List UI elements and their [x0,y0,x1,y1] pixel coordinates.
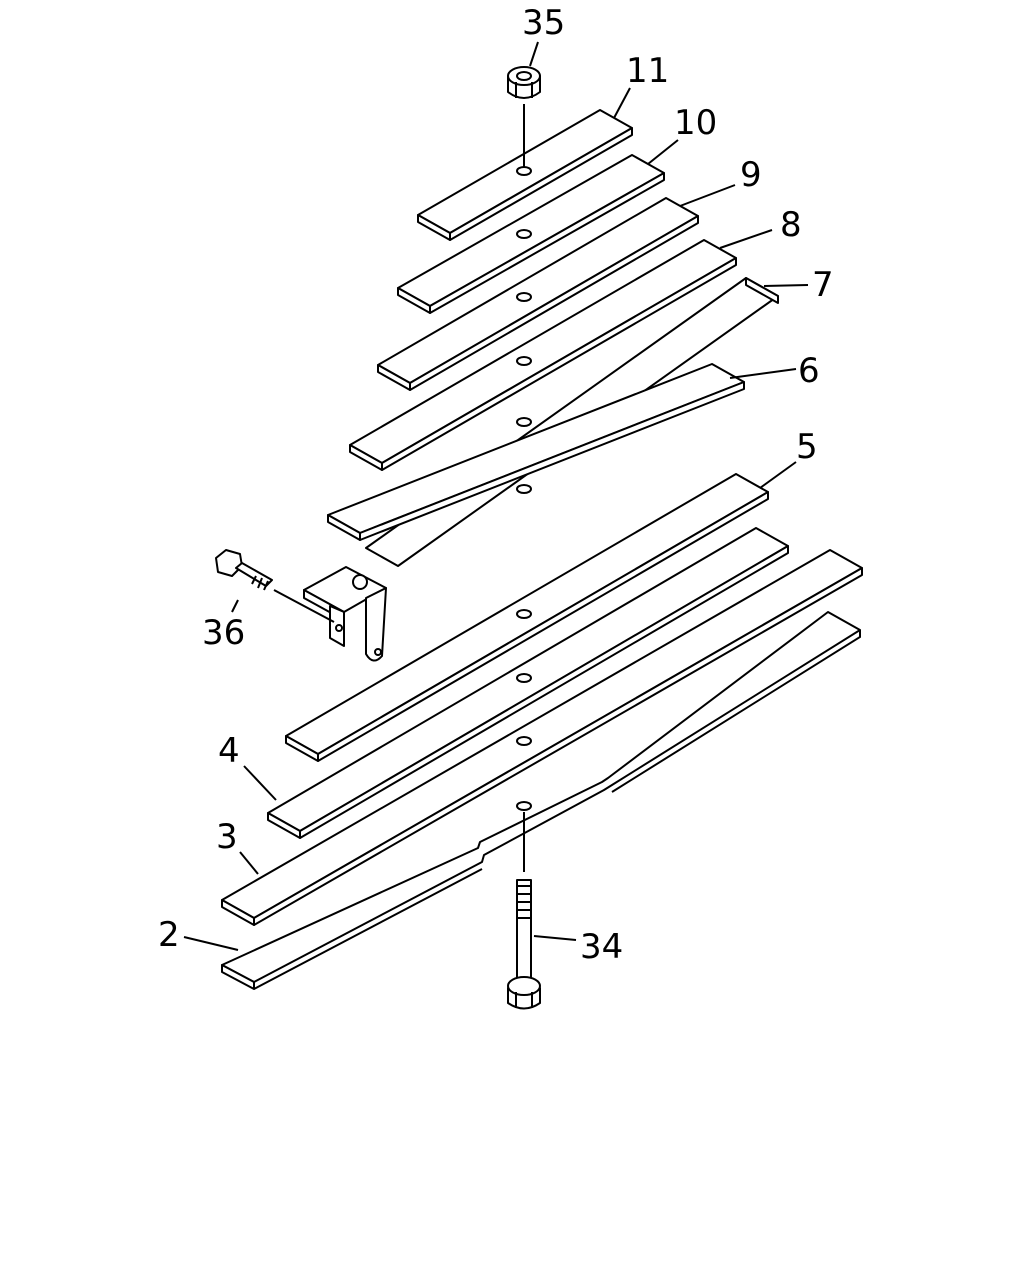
callout-7: 7 [812,265,834,305]
leader-lines [183,41,809,951]
clip-bracket [303,566,387,662]
callout-4: 4 [218,731,240,771]
callout-35: 35 [522,3,565,43]
callout-2: 2 [158,915,180,955]
leaf-11 [417,109,633,241]
callout-10: 10 [674,103,717,143]
leaf-3 [221,549,863,926]
leaf-6 [327,363,745,541]
leaf-2 [221,611,861,990]
callout-5: 5 [796,427,818,467]
callout-34: 34 [580,927,623,967]
bolt-36-icon [215,549,335,623]
callout-11: 11 [626,51,669,91]
leaf-10 [397,154,665,314]
leaf-5 [285,473,769,762]
leaf-4 [267,527,789,839]
leaf-9 [377,197,699,391]
bolt-34-icon [507,812,541,1010]
callout-6: 6 [798,351,820,391]
nut-35-icon [507,66,541,99]
callout-3: 3 [216,817,238,857]
callout-36: 36 [202,613,245,653]
callout-8: 8 [780,205,802,245]
leaf-8 [349,239,737,471]
callout-9: 9 [740,155,762,195]
